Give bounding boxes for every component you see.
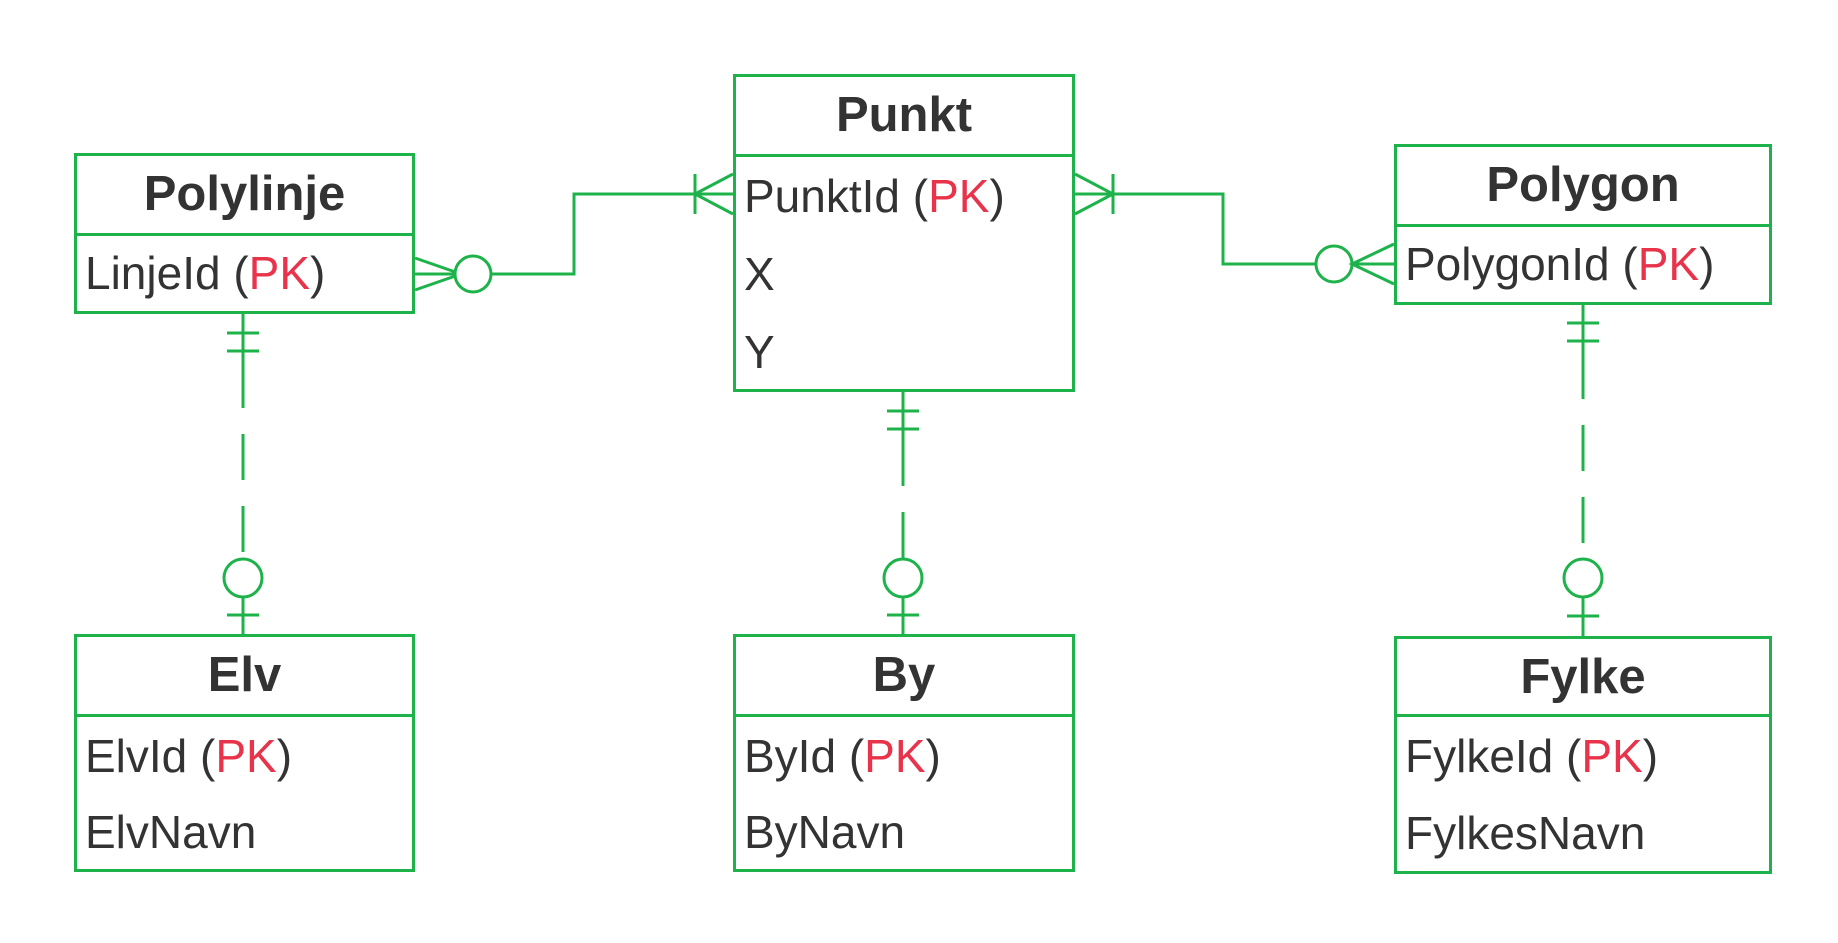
entity-title: Polygon (1397, 147, 1769, 227)
entity-title: Fylke (1397, 639, 1769, 717)
relation-punkt-by[interactable] (882, 392, 924, 634)
entity-title: Punkt (736, 77, 1072, 157)
relation-polygon-fylke[interactable] (1562, 305, 1604, 636)
attribute-y: Y (744, 326, 775, 378)
entity-fylke[interactable]: Fylke FylkeId (PK) FylkesNavn (1394, 636, 1772, 874)
attribute-byid: ById (PK) (744, 730, 941, 782)
entity-title: Polylinje (77, 156, 412, 236)
entity-punkt[interactable]: Punkt PunktId (PK) X Y (733, 74, 1075, 392)
attribute-bynavn: ByNavn (744, 806, 906, 858)
attribute-punktid: PunktId (PK) (744, 170, 1005, 222)
primary-key-marker: PK (1637, 238, 1700, 290)
attribute-elvid: ElvId (PK) (85, 730, 293, 782)
attribute-x: X (744, 248, 775, 300)
primary-key-marker: PK (928, 170, 990, 222)
primary-key-marker: PK (215, 730, 277, 782)
relation-polylinje-elv[interactable] (222, 314, 264, 634)
primary-key-marker: PK (864, 730, 926, 782)
attribute-linjeid: LinjeId (PK) (85, 247, 326, 299)
relation-punkt-polygon[interactable] (1074, 172, 1395, 286)
attribute-polygonid: PolygonId (PK) (1405, 238, 1715, 290)
primary-key-marker: PK (248, 247, 311, 299)
entity-polylinje[interactable]: Polylinje LinjeId (PK) (74, 153, 415, 314)
attribute-elvnavn: ElvNavn (85, 806, 257, 858)
relation-polylinje-punkt[interactable] (414, 172, 734, 294)
attribute-fylkesnavn: FylkesNavn (1405, 807, 1646, 859)
entity-elv[interactable]: Elv ElvId (PK) ElvNavn (74, 634, 415, 872)
entity-by[interactable]: By ById (PK) ByNavn (733, 634, 1075, 872)
entity-polygon[interactable]: Polygon PolygonId (PK) (1394, 144, 1772, 305)
entity-title: Elv (77, 637, 412, 717)
entity-title: By (736, 637, 1072, 717)
attribute-fylkeid: FylkeId (PK) (1405, 730, 1659, 782)
primary-key-marker: PK (1581, 730, 1643, 782)
